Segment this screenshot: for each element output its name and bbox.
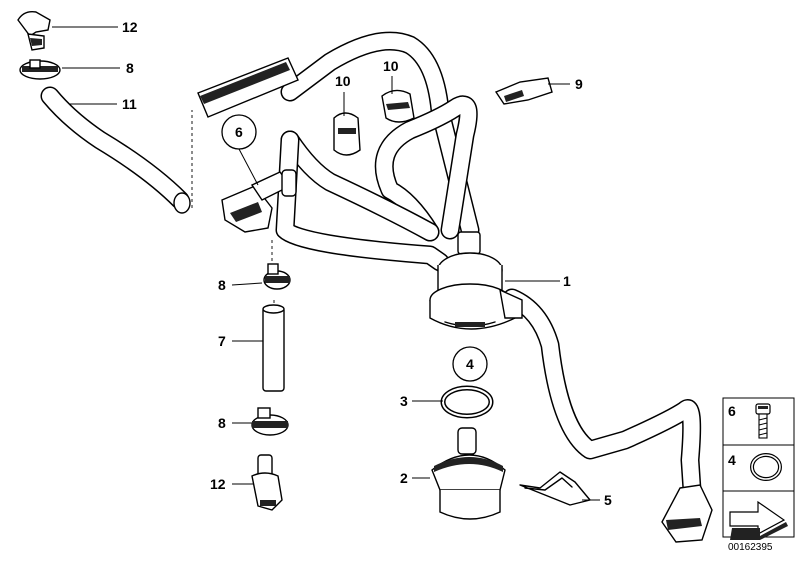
callout-9: 9 [575, 76, 583, 92]
callout-8-top: 8 [126, 60, 134, 76]
hose-sleeve [197, 57, 299, 118]
callout-circle-4 [452, 346, 488, 382]
callout-7: 7 [218, 333, 226, 349]
outlet-connector [661, 484, 713, 543]
clip-10-right [381, 89, 415, 123]
connector-lower [251, 454, 283, 511]
callout-12-top: 12 [122, 19, 138, 35]
callout-5: 5 [604, 492, 612, 508]
callout-12-lower: 12 [210, 476, 226, 492]
direction-arrow-icon [729, 500, 788, 540]
clamp-middle [263, 263, 291, 290]
legend-label-4: 4 [728, 452, 736, 468]
legend-panel: 6 4 [722, 397, 795, 540]
purge-valve [221, 169, 297, 233]
callout-10-left: 10 [335, 73, 351, 89]
filter-cap [431, 427, 506, 520]
callout-11: 11 [122, 96, 137, 112]
screw-icon [755, 403, 771, 439]
clamp-top [19, 59, 61, 80]
hose-network [275, 31, 702, 500]
leader-lines [52, 26, 600, 501]
callout-4: 4 [466, 356, 474, 372]
callout-1: 1 [563, 273, 571, 289]
hose-11 [40, 86, 191, 214]
document-number: 00162395 [728, 542, 773, 553]
clip-10-left [333, 112, 361, 156]
clip-9 [494, 77, 553, 105]
callout-2: 2 [400, 470, 408, 486]
spring-clip [519, 471, 591, 506]
hose-7 [262, 304, 285, 392]
ring-icon [750, 453, 782, 481]
o-ring [440, 385, 494, 419]
valve-housing [429, 231, 523, 330]
connector-top [17, 10, 51, 51]
legend-label-6: 6 [728, 403, 736, 419]
callout-6: 6 [235, 124, 243, 140]
callout-3: 3 [400, 393, 408, 409]
callout-8-middle: 8 [218, 277, 226, 293]
callout-8-lower: 8 [218, 415, 226, 431]
callout-10-right: 10 [383, 58, 399, 74]
clamp-lower [251, 407, 289, 436]
